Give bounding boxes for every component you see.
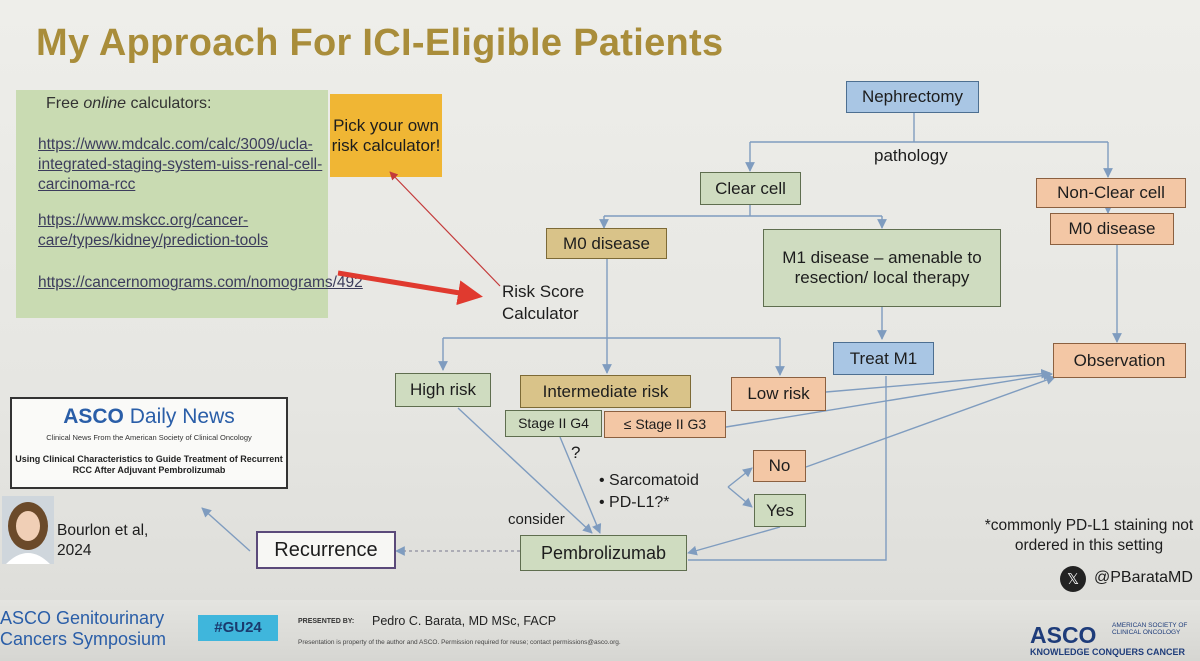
edge-yes-to-pembro	[687, 526, 781, 556]
edge-clear-to-m0	[604, 215, 882, 228]
pdl1-footnote: *commonly PD-L1 staining not ordered in …	[984, 517, 1194, 555]
gu24-hashtag: #GU24	[198, 615, 278, 641]
high-risk-box: High risk	[395, 373, 491, 407]
calculator-header: Free online calculators:	[46, 95, 212, 112]
pathology-label: pathology	[874, 146, 948, 165]
consider-label: consider	[508, 511, 565, 528]
bullet-pdl1: • PD-L1?*	[599, 493, 670, 511]
calculator-link-mskcc[interactable]: https://www.mskcc.org/cancer-care/types/…	[38, 212, 269, 250]
calculator-link-mdcalc[interactable]: https://www.mdcalc.com/calc/3009/ucla-in…	[38, 136, 323, 194]
low-risk-box: Low risk	[731, 377, 826, 411]
pick-calculator-box: Pick your own risk calculator!	[330, 94, 442, 177]
treat-m1-box: Treat M1	[833, 342, 934, 375]
stage-ii-g3-box: ≤ Stage II G3	[604, 411, 726, 438]
nephrectomy-box: Nephrectomy	[846, 81, 979, 113]
yes-box: Yes	[754, 494, 806, 527]
edge-recurrence-to-card	[201, 507, 251, 552]
asco-society-name: AMERICAN SOCIETY OF CLINICAL ONCOLOGY	[1112, 622, 1188, 637]
footer-band	[0, 600, 1200, 661]
question-mark: ?	[571, 443, 581, 462]
edge-to-no	[727, 467, 753, 488]
thin-arrow-to-pick	[389, 171, 501, 287]
asco-daily-news-subtitle: Clinical News From the American Society …	[46, 433, 252, 442]
observation-box: Observation	[1053, 343, 1186, 378]
citation-bourlon: Bourlon et al, 2024	[57, 522, 149, 560]
edge-to-yes	[727, 486, 753, 508]
pembrolizumab-box: Pembrolizumab	[520, 535, 687, 571]
clear-cell-box: Clear cell	[700, 172, 801, 205]
m1-disease-box: M1 disease – amenable to resection/ loca…	[763, 229, 1001, 307]
asco-tagline: KNOWLEDGE CONQUERS CANCER	[1030, 647, 1186, 657]
asco-daily-news-headline: Using Clinical Characteristics to Guide …	[15, 454, 283, 476]
risk-score-label: Risk Score Calculator	[502, 282, 585, 324]
property-notice: Presentation is property of the author a…	[298, 639, 621, 646]
recurrence-box: Recurrence	[256, 531, 396, 569]
bullet-sarcomatoid: • Sarcomatoid	[599, 472, 699, 489]
author-photo	[2, 496, 54, 564]
asco-logo: ASCO	[1030, 622, 1097, 648]
calculator-link-nomograms[interactable]: https://cancernomograms.com/nomograms/49…	[38, 274, 363, 291]
no-box: No	[753, 450, 806, 482]
non-clear-cell-box: Non-Clear cell	[1036, 178, 1186, 208]
m0-disease-nonclear-box: M0 disease	[1050, 213, 1174, 245]
edge-no-to-observation	[805, 375, 1056, 468]
presenter-name: Pedro C. Barata, MD MSc, FACP	[372, 614, 557, 628]
stage-ii-g4-box: Stage II G4	[505, 410, 602, 437]
intermediate-risk-box: Intermediate risk	[520, 375, 691, 408]
presented-by-label: PRESENTED BY:	[298, 618, 355, 625]
slide-title: My Approach For ICI-Eligible Patients	[36, 22, 724, 64]
asco-daily-news-logo: ASCO Daily News	[63, 405, 235, 428]
asco-daily-news-card: ASCO Daily News Clinical News From the A…	[10, 397, 288, 489]
x-logo-icon: 𝕏	[1060, 566, 1086, 592]
edge-low-to-observation	[825, 368, 1051, 393]
gu-symposium-logo: ASCO Genitourinary Cancers Symposium	[0, 608, 167, 649]
twitter-handle[interactable]: @PBarataMD	[1094, 569, 1193, 586]
m0-disease-clear-box: M0 disease	[546, 228, 667, 259]
sarcomatoid-criteria: • Sarcomatoid • PD-L1?*	[599, 470, 699, 513]
calculator-panel	[16, 90, 328, 318]
